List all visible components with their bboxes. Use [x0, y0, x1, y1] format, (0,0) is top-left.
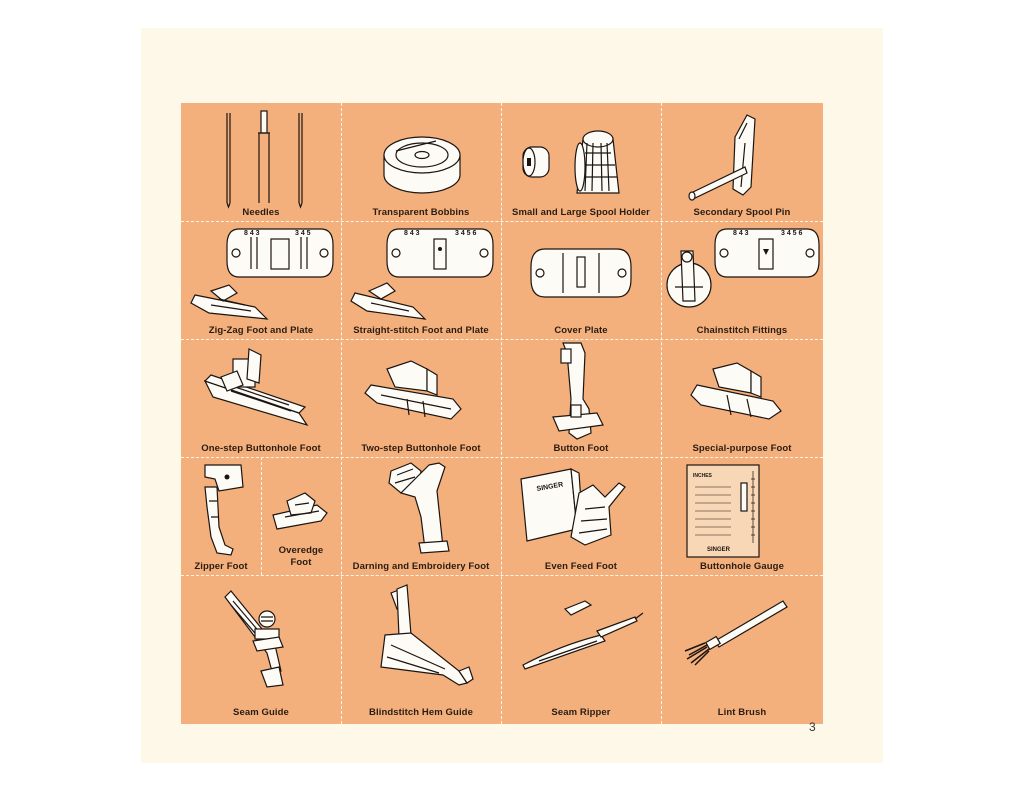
- accessory-label: Transparent Bobbins: [372, 207, 470, 218]
- chainstitch-fittings-icon: 8 4 3 3 4 5 6: [666, 228, 820, 308]
- accessory-label: Small and Large Spool Holder: [512, 207, 650, 218]
- one-step-buttonhole-foot-icon: [203, 348, 309, 427]
- accessory-label: Zipper Foot: [194, 561, 248, 572]
- grid-divider: [341, 103, 342, 724]
- grid-divider: [181, 457, 823, 458]
- zigzag-foot-plate-icon: 8 4 3 3 4 5: [190, 228, 334, 320]
- svg-text:8 4 3: 8 4 3: [404, 230, 420, 237]
- accessory-special-purpose-foot: Special-purpose Foot: [661, 339, 823, 457]
- accessory-label: Buttonhole Gauge: [700, 561, 784, 572]
- manual-page: Needles Transparent Bobbins: [141, 28, 883, 763]
- buttonhole-gauge-icon: INCHES SINGER: [686, 464, 760, 558]
- spool-holder-icon: [522, 130, 620, 194]
- grid-divider: [181, 339, 823, 340]
- accessory-label: Seam Guide: [233, 707, 289, 718]
- accessory-overedge-foot: Overedge Foot: [261, 457, 341, 575]
- accessory-blindstitch-hem-guide: Blindstitch Hem Guide: [341, 575, 501, 724]
- accessory-label: Needles: [242, 207, 280, 218]
- accessory-label-line1: Overedge: [278, 545, 324, 556]
- accessory-label-line2: Foot: [290, 557, 312, 568]
- seam-guide-icon: [224, 590, 284, 688]
- accessory-label: Darning and Embroidery Foot: [352, 561, 490, 572]
- spool-pin-icon: [688, 114, 756, 201]
- svg-text:8 4 3: 8 4 3: [244, 230, 260, 237]
- two-step-buttonhole-foot-icon: [364, 360, 462, 420]
- grid-divider: [181, 221, 823, 222]
- button-foot-icon: [552, 342, 604, 440]
- accessory-spool-holder: Small and Large Spool Holder: [501, 103, 661, 221]
- svg-text:8 4 3: 8 4 3: [733, 230, 749, 237]
- grid-divider: [261, 457, 262, 575]
- bobbin-icon: [383, 136, 461, 194]
- accessory-label: Zig-Zag Foot and Plate: [208, 325, 314, 336]
- accessory-needles: Needles: [181, 103, 341, 221]
- accessory-bobbins: Transparent Bobbins: [341, 103, 501, 221]
- accessory-button-foot: Button Foot: [501, 339, 661, 457]
- accessory-seam-guide: Seam Guide: [181, 575, 341, 724]
- gauge-caption: INCHES: [693, 473, 713, 479]
- accessory-label: Lint Brush: [717, 707, 767, 718]
- svg-text:3 4 5: 3 4 5: [295, 230, 311, 237]
- accessory-buttonhole-gauge: INCHES SINGER Buttonhole Gauge: [661, 457, 823, 575]
- svg-text:3 4 5 6: 3 4 5 6: [455, 230, 477, 237]
- accessory-label: Seam Ripper: [551, 707, 611, 718]
- grid-divider: [501, 103, 502, 724]
- darning-foot-icon: [388, 462, 450, 554]
- needles-icon: [226, 110, 303, 209]
- accessory-label: Blindstitch Hem Guide: [369, 707, 473, 718]
- special-purpose-foot-icon: [690, 362, 782, 420]
- accessory-chainstitch-fittings: 8 4 3 3 4 5 6 Chainstitch Fittings: [661, 221, 823, 339]
- accessory-label: One-step Buttonhole Foot: [201, 443, 321, 454]
- zipper-foot-icon: [204, 464, 244, 556]
- accessory-label: Straight-stitch Foot and Plate: [353, 325, 489, 336]
- accessory-zigzag-foot-plate: 8 4 3 3 4 5 Zig-Zag Foot and Plate: [181, 221, 341, 339]
- accessory-lint-brush: Lint Brush: [661, 575, 823, 724]
- even-feed-brand: SINGER: [536, 481, 564, 493]
- accessory-zipper-foot: Zipper Foot: [181, 457, 261, 575]
- grid-divider: [661, 103, 662, 724]
- accessory-even-feed-foot: SINGER Even Feed Foot: [501, 457, 661, 575]
- accessory-darning-foot: Darning and Embroidery Foot: [341, 457, 501, 575]
- overedge-foot-icon: [272, 492, 328, 530]
- accessory-straight-stitch-foot-plate: 8 4 3 3 4 5 6 Straight-stitch Foot and Pl…: [341, 221, 501, 339]
- lint-brush-icon: [684, 600, 788, 666]
- accessory-label: Button Foot: [553, 443, 609, 454]
- accessory-label: Two-step Buttonhole Foot: [361, 443, 481, 454]
- straight-stitch-foot-plate-icon: 8 4 3 3 4 5 6: [350, 228, 494, 320]
- even-feed-foot-icon: SINGER: [520, 467, 626, 546]
- accessory-label: Secondary Spool Pin: [693, 207, 791, 218]
- grid-divider: [181, 575, 823, 576]
- accessory-cover-plate: Cover Plate: [501, 221, 661, 339]
- accessories-panel: Needles Transparent Bobbins: [181, 103, 823, 724]
- accessory-label: Even Feed Foot: [544, 561, 618, 572]
- accessory-spool-pin: Secondary Spool Pin: [661, 103, 823, 221]
- accessory-label: Cover Plate: [554, 325, 608, 336]
- accessory-seam-ripper: Seam Ripper: [501, 575, 661, 724]
- gauge-brand: SINGER: [707, 547, 731, 553]
- svg-text:3 4 5 6: 3 4 5 6: [781, 230, 803, 237]
- blindstitch-hem-guide-icon: [380, 584, 474, 686]
- accessory-one-step-buttonhole-foot: One-step Buttonhole Foot: [181, 339, 341, 457]
- accessory-two-step-buttonhole-foot: Two-step Buttonhole Foot: [341, 339, 501, 457]
- seam-ripper-icon: [522, 600, 644, 670]
- accessory-label: Special-purpose Foot: [692, 443, 792, 454]
- accessory-label: Chainstitch Fittings: [696, 325, 788, 336]
- page-number: 3: [809, 720, 816, 734]
- cover-plate-icon: [530, 248, 632, 298]
